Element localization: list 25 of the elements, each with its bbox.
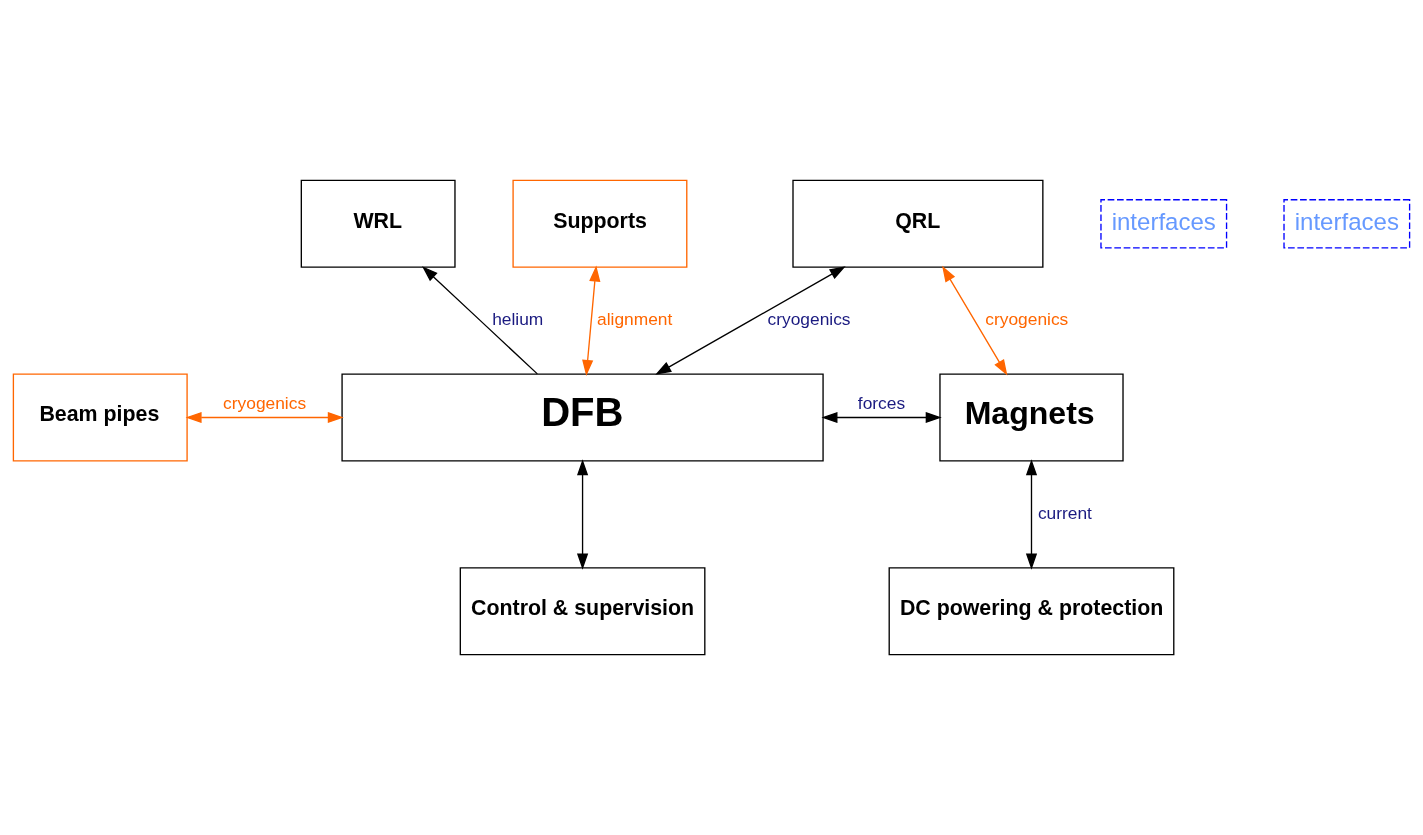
arrow	[1025, 459, 1038, 570]
node-box: Supports	[512, 179, 688, 268]
node-box: Magnets	[939, 373, 1124, 462]
arrow	[582, 265, 601, 376]
edge-label: cryogenics	[985, 309, 1069, 330]
arrow	[576, 459, 589, 570]
arrow	[821, 411, 942, 424]
label: interfaces	[1294, 207, 1399, 235]
edge-label: forces	[857, 392, 906, 413]
edge-label: cryogenics	[767, 309, 851, 330]
arrow	[185, 411, 344, 424]
arrow	[655, 266, 846, 375]
node-box: DFB	[341, 373, 824, 462]
node-box: DC powering & protection	[888, 567, 1175, 656]
node-box: Beam pipes	[12, 373, 188, 462]
label: interfaces	[1111, 207, 1216, 235]
node-box: WRL	[300, 179, 456, 268]
node-box: Control & supervision	[459, 567, 706, 656]
edge-label: cryogenics	[223, 392, 307, 413]
edge-label: alignment	[597, 309, 673, 330]
arrow	[942, 265, 1008, 376]
node-box: QRL	[792, 179, 1044, 268]
arrow	[422, 266, 538, 375]
edge-label: helium	[492, 309, 544, 330]
edge-label: current	[1037, 502, 1092, 523]
